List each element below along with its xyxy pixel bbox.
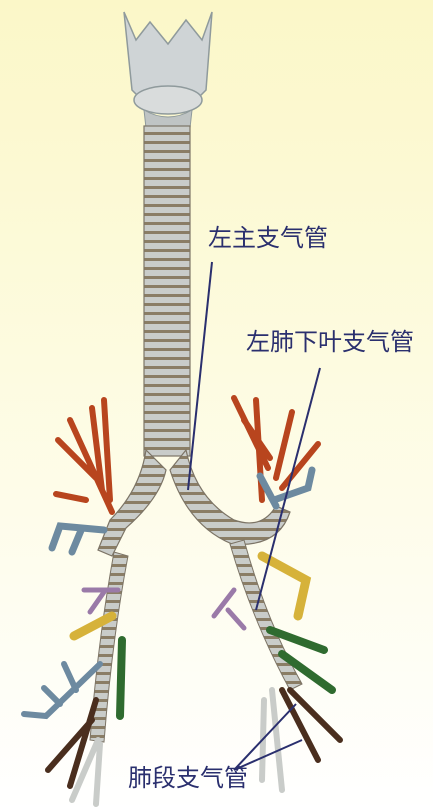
label-left-lower-lobe-bronchus: 左肺下叶支气管 xyxy=(246,330,414,354)
left-lung-segmental-branches xyxy=(214,398,340,790)
trachea xyxy=(144,126,190,456)
label-left-main-bronchus: 左主支气管 xyxy=(208,226,328,250)
larynx xyxy=(124,12,212,132)
label-segmental-bronchi: 肺段支气管 xyxy=(128,766,248,790)
leader-line-left-main-bronchus xyxy=(188,262,212,490)
